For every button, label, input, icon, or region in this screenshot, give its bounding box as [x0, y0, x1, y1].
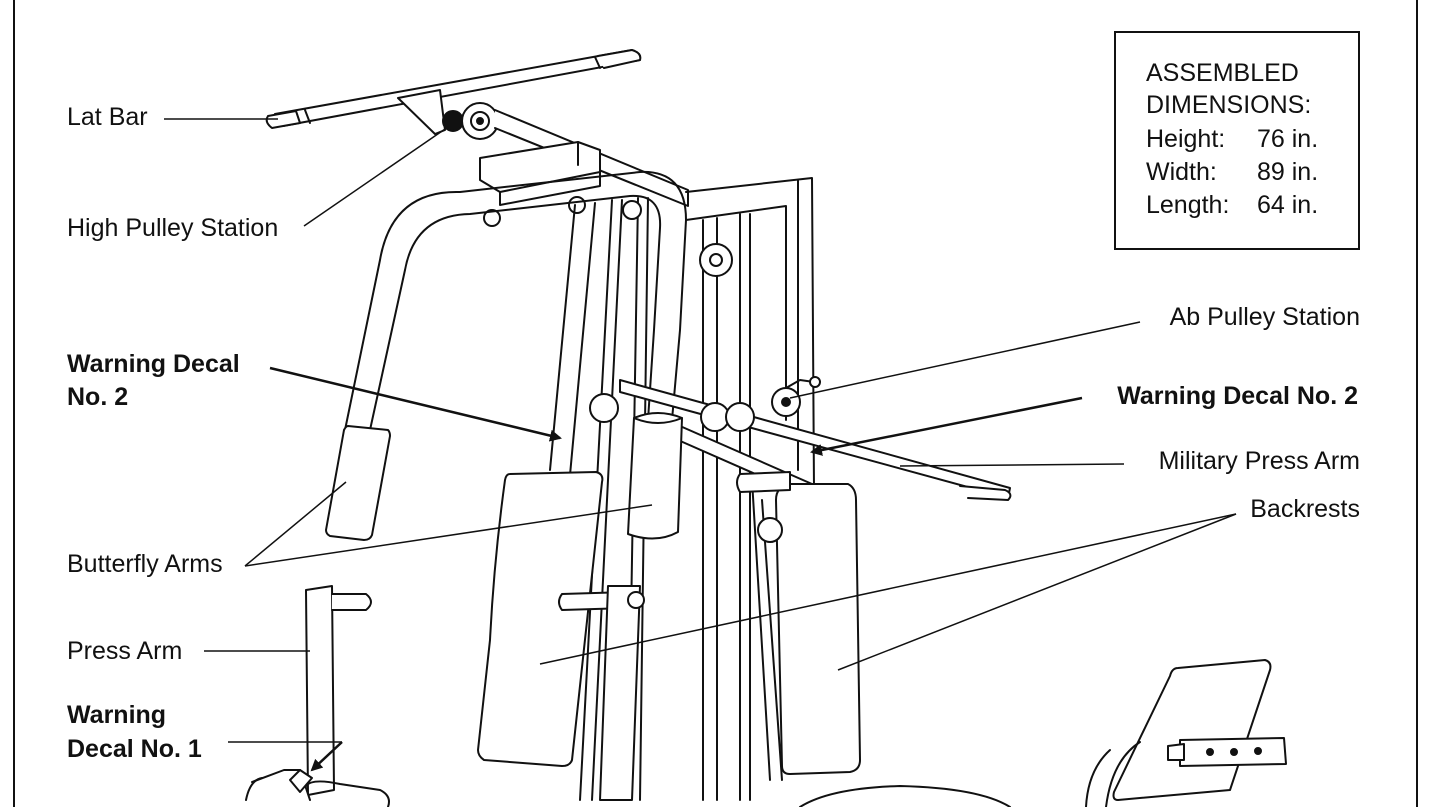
label-warning-decal-1-line2: Decal No. 1: [67, 735, 202, 763]
butterfly-frame-graphic: [344, 170, 687, 431]
dimension-label: Length:: [1146, 191, 1230, 219]
dimension-label: Height:: [1146, 125, 1226, 153]
dimension-row-height: Height: 76 in.: [1146, 123, 1318, 155]
lat-bar-graphic: [265, 49, 642, 129]
label-warning-decal-1-line1: Warning: [67, 701, 167, 729]
butterfly-arm-pad-left-graphic: [325, 425, 391, 541]
label-warning-decal-2-right: Warning Decal No. 2: [1117, 382, 1358, 410]
preacher-pad-graphic: [1085, 659, 1287, 807]
label-press-arm: Press Arm: [67, 637, 183, 665]
label-high-pulley-station: High Pulley Station: [67, 214, 279, 242]
page-border-right: [1416, 0, 1418, 807]
dimension-label: Width:: [1146, 158, 1217, 186]
page-border-left: [13, 0, 15, 807]
leader-butterfly-arms-b: [244, 504, 653, 567]
leader-ab-pulley: [789, 321, 1141, 399]
ab-pulley-graphic: [771, 376, 821, 417]
dimension-value: 64 in.: [1257, 191, 1319, 219]
label-lat-bar: Lat Bar: [67, 103, 148, 131]
dimension-value: 89 in.: [1257, 158, 1319, 186]
arrow-warning-decal-2-right: [810, 396, 1083, 456]
label-ab-pulley-station: Ab Pulley Station: [1169, 303, 1360, 331]
backrest-left-graphic: [477, 471, 604, 767]
label-backrests: Backrests: [1250, 495, 1360, 523]
dimensions-title-line2: DIMENSIONS:: [1146, 91, 1312, 119]
seat-pad-edge-graphic: [799, 785, 1011, 807]
leg-roller-graphic: [245, 769, 390, 807]
dimension-row-length: Length: 64 in.: [1146, 189, 1318, 221]
leader-butterfly-arms-a: [244, 481, 347, 567]
dimension-value: 76 in.: [1257, 125, 1319, 153]
backrest-right-graphic: [751, 479, 861, 781]
dimension-row-width: Width: 89 in.: [1146, 156, 1318, 188]
leader-backrests-a: [539, 513, 1237, 665]
upright-frame-graphic: [685, 177, 815, 801]
leader-backrests-b: [837, 513, 1237, 671]
assembled-dimensions-box: ASSEMBLED DIMENSIONS: Height: 76 in. Widt…: [1114, 31, 1360, 250]
arrow-warning-decal-1: [310, 741, 343, 772]
label-warning-decal-2-left-line2: No. 2: [67, 383, 129, 411]
leader-high-pulley: [303, 126, 449, 227]
label-butterfly-arms: Butterfly Arms: [67, 550, 223, 578]
dimensions-title-line1: ASSEMBLED: [1146, 59, 1299, 87]
label-military-press-arm: Military Press Arm: [1158, 447, 1360, 475]
arrow-warning-decal-2-left: [269, 366, 562, 442]
label-warning-decal-2-left-line1: Warning Decal: [67, 350, 240, 378]
high-pulley-graphic: [397, 89, 689, 227]
leader-military-press: [899, 463, 1125, 467]
dimensions-title: ASSEMBLED DIMENSIONS:: [1146, 57, 1311, 121]
butterfly-arm-pad-center-graphic: [627, 412, 683, 540]
